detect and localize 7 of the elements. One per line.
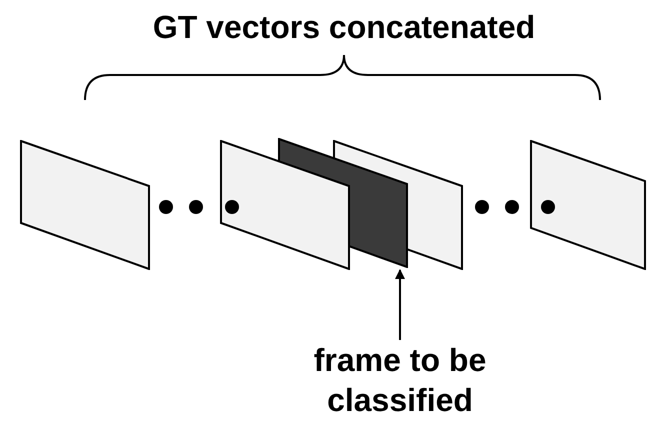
title: GT vectors concatenated <box>152 8 536 46</box>
arrow <box>395 269 405 340</box>
caption-text: frame to be classified <box>312 341 488 420</box>
frame-panel <box>530 140 646 270</box>
frame-panel <box>220 140 350 270</box>
frame-panel <box>333 140 463 270</box>
frame-panel <box>20 140 150 270</box>
